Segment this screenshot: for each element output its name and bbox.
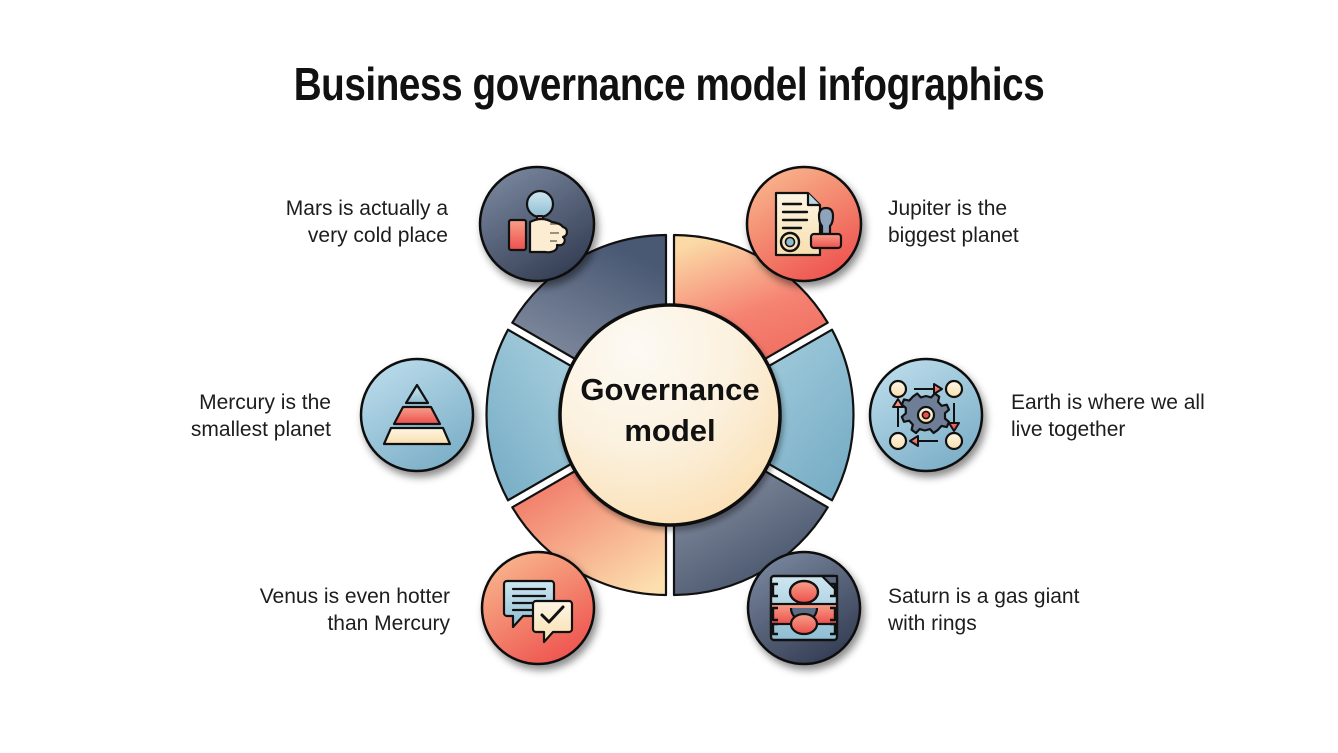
gear-cycle-icon: [888, 379, 964, 451]
chat-approved-icon: [502, 579, 574, 644]
center-label-line1: Governance: [580, 372, 759, 407]
label-mars: Mars is actually a very cold place: [285, 197, 448, 247]
label-venus: Venus is even hotter than Mercury: [259, 585, 450, 635]
label-earth: Earth is where we all live together: [1011, 391, 1205, 441]
document-stamp-icon: [774, 191, 843, 257]
center-hub: Governance model: [558, 303, 782, 527]
center-label-line2: model: [624, 413, 715, 448]
org-structure-icon: [769, 574, 839, 642]
page-title: Business governance model infographics: [293, 58, 1045, 110]
label-saturn: Saturn is a gas giant with rings: [888, 585, 1080, 635]
label-jupiter: Jupiter is the biggest planet: [888, 197, 1019, 247]
hand-magnifier-icon: [507, 189, 569, 254]
label-mercury: Mercury is the smallest planet: [190, 391, 331, 441]
pyramid-chart-icon: [382, 383, 452, 446]
